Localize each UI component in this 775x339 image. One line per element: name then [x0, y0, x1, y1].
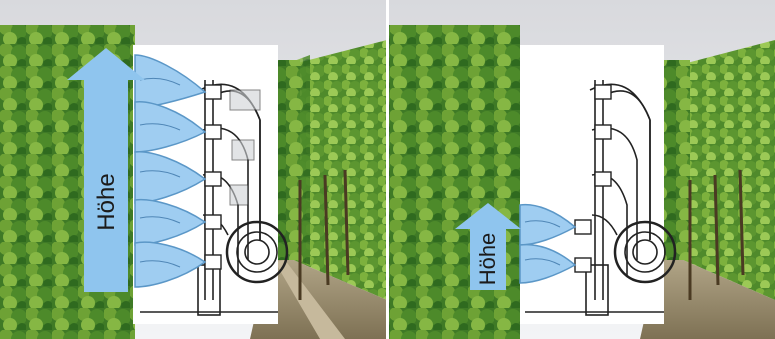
height-label-left: Höhe	[93, 167, 121, 237]
height-label-right: Höhe	[475, 224, 501, 294]
